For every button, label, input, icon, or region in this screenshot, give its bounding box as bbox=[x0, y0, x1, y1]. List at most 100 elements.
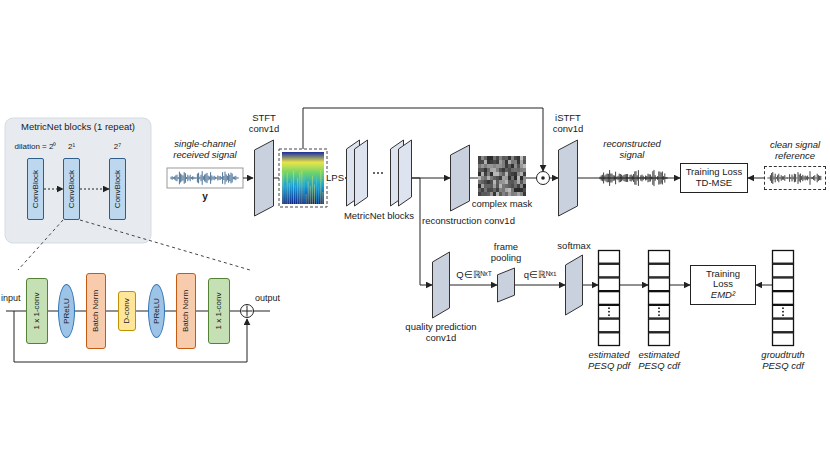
mask-cell bbox=[517, 156, 520, 160]
mask-cell bbox=[484, 160, 487, 164]
vector-cell bbox=[773, 333, 794, 346]
mask-cell bbox=[508, 192, 511, 196]
mask-cell bbox=[499, 164, 502, 168]
conv-layer: reconstruction conv1d bbox=[450, 145, 470, 211]
mask-cell bbox=[505, 184, 508, 188]
mask-cell bbox=[499, 168, 502, 172]
mask-cell bbox=[490, 160, 493, 164]
conv-layer: 1 x 1-conv bbox=[26, 278, 48, 344]
conv-layer: iSTFT conv1d bbox=[558, 140, 578, 216]
connector bbox=[412, 178, 432, 285]
mask-cell bbox=[523, 156, 526, 160]
mask-cell bbox=[520, 180, 523, 184]
mask-cell bbox=[502, 176, 505, 180]
mask-cell bbox=[496, 164, 499, 168]
vector-cell bbox=[773, 251, 794, 264]
ellipsis-dot bbox=[608, 307, 610, 309]
mask-cell bbox=[499, 160, 502, 164]
vector-cell bbox=[773, 292, 794, 305]
vector-column: groudtruth PESQ cdf bbox=[772, 250, 794, 346]
vector-cell bbox=[599, 333, 620, 346]
signal-box bbox=[167, 168, 243, 188]
mask-cell bbox=[481, 192, 484, 196]
node-caption: estimated PESQ cdf bbox=[632, 350, 686, 372]
conv-block: ConvBlock bbox=[109, 158, 126, 220]
group-panel: MetricNet blocks (1 repeat)ConvBlockConv… bbox=[5, 118, 151, 243]
text-label: single-channel received signal bbox=[163, 139, 247, 161]
connector bbox=[165, 311, 176, 312]
spectrogram-stroke bbox=[285, 185, 286, 204]
node-label: ConvBlock bbox=[113, 170, 122, 208]
mask-cell bbox=[511, 192, 514, 196]
mask-cell bbox=[487, 156, 490, 160]
mask-cell bbox=[478, 176, 481, 180]
vector-cell bbox=[649, 264, 670, 277]
conv-layer: 1 x 1-conv bbox=[208, 278, 230, 344]
mask-cell bbox=[499, 192, 502, 196]
mask-cell bbox=[517, 180, 520, 184]
mask-cell bbox=[511, 156, 514, 160]
mask-cell bbox=[499, 176, 502, 180]
shape-outline bbox=[558, 140, 578, 216]
mask-cell bbox=[514, 184, 517, 188]
mask-cell bbox=[496, 180, 499, 184]
mask-cell bbox=[493, 180, 496, 184]
node-label: Batch Norm bbox=[91, 290, 100, 332]
spectrogram-stroke bbox=[283, 172, 284, 204]
text-label: dilation = 2⁰ bbox=[15, 142, 57, 151]
mask-cell bbox=[505, 172, 508, 176]
text-label: 2⁷ bbox=[114, 142, 121, 151]
vector-cell bbox=[599, 264, 620, 277]
connector bbox=[450, 285, 497, 286]
mask-cell bbox=[490, 168, 493, 172]
shape-outline bbox=[254, 140, 274, 216]
ellipsis-dot bbox=[782, 311, 784, 313]
connector bbox=[80, 189, 109, 190]
mask-cell bbox=[511, 172, 514, 176]
mask-cell bbox=[487, 172, 490, 176]
mask-cell bbox=[493, 184, 496, 188]
mask-cell bbox=[481, 172, 484, 176]
connector bbox=[196, 311, 208, 312]
connector bbox=[75, 311, 86, 312]
node-caption: iSTFT conv1d bbox=[549, 113, 587, 135]
mask-cell bbox=[505, 156, 508, 160]
vector-cell bbox=[649, 278, 670, 291]
mask-cell bbox=[511, 164, 514, 168]
spectrogram-stroke bbox=[293, 171, 294, 204]
mask-cell bbox=[511, 184, 514, 188]
mask-cell bbox=[487, 176, 490, 180]
mask-cell bbox=[484, 164, 487, 168]
ellipsis-dot bbox=[658, 314, 660, 316]
mask-cell bbox=[520, 188, 523, 192]
node-label: 1 x 1-conv bbox=[214, 293, 223, 330]
mask-cell bbox=[502, 180, 505, 184]
shape-outline bbox=[565, 255, 583, 315]
mask-cell bbox=[487, 192, 490, 196]
mask-cell bbox=[511, 180, 514, 184]
mask-cell bbox=[523, 184, 526, 188]
shape-outline bbox=[598, 250, 620, 346]
activation: PReLU bbox=[148, 284, 165, 338]
mask-cell bbox=[520, 160, 523, 164]
norm-layer: Batch Norm bbox=[176, 273, 196, 349]
mask-cell bbox=[517, 184, 520, 188]
mask-cell bbox=[496, 168, 499, 172]
connector bbox=[515, 285, 565, 286]
activation: PReLU bbox=[58, 284, 75, 338]
connector bbox=[106, 311, 118, 312]
zoom-line bbox=[18, 220, 63, 270]
mask-cell bbox=[481, 164, 484, 168]
mask-cell bbox=[523, 192, 526, 196]
spectrogram-stroke bbox=[301, 170, 302, 204]
mask-cell bbox=[490, 184, 493, 188]
connector bbox=[620, 285, 648, 286]
node-label: PReLU bbox=[152, 298, 161, 324]
mask-cell bbox=[496, 188, 499, 192]
mask-cell bbox=[502, 188, 505, 192]
edge-label: LPS bbox=[325, 173, 345, 184]
mask-cell bbox=[514, 156, 517, 160]
ellipsis-dot bbox=[658, 311, 660, 313]
shape-outline bbox=[497, 268, 515, 302]
node-label: Training Loss bbox=[695, 269, 751, 291]
